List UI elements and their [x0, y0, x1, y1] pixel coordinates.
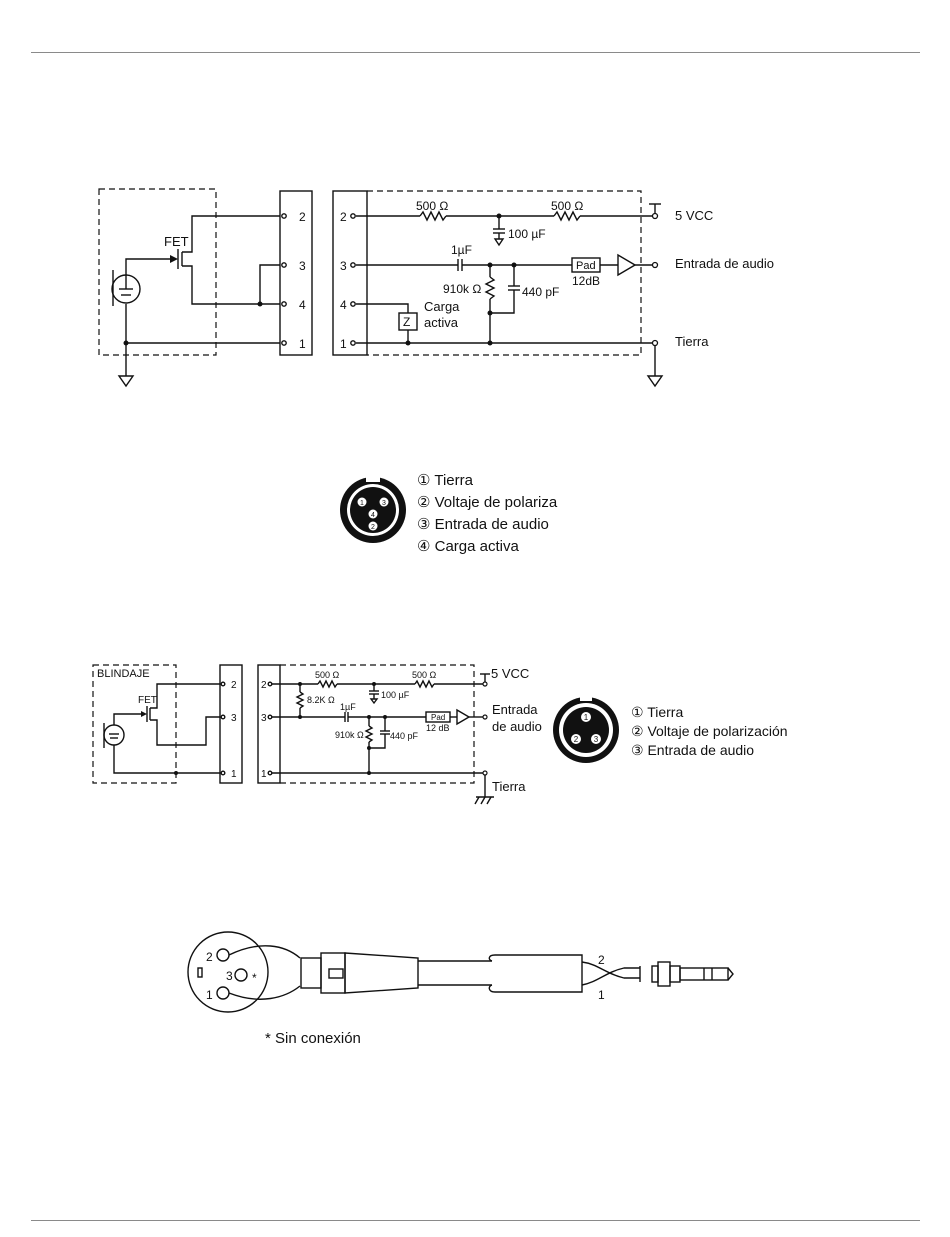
wire-label: 2	[598, 953, 605, 967]
fet-transistor	[177, 215, 280, 305]
pin-legend-item: ③ Entrada de audio	[417, 516, 549, 533]
capacitor-label: 100 µF	[381, 690, 410, 700]
connector-block-right	[332, 190, 368, 356]
pin-label: 2	[371, 524, 375, 531]
capacitor-label: 100 µF	[508, 227, 546, 241]
capacitor-label: 1µF	[340, 702, 356, 712]
pin-label: 2	[299, 210, 306, 224]
connector-3pin-face: 1 2 3	[553, 694, 619, 763]
resistor-icon	[317, 679, 338, 689]
resistor-icon	[553, 210, 581, 222]
wire-label: 1	[598, 988, 605, 1002]
active-load-label: Carga	[424, 299, 460, 314]
pin-label: 3	[226, 969, 233, 983]
pad-db-label: 12dB	[572, 274, 600, 288]
connector-4pin-face: 1 3 4 2	[340, 475, 406, 543]
receiver-box	[280, 664, 475, 784]
capsule-icon	[111, 270, 141, 306]
resistor-icon	[364, 725, 374, 743]
schematic-2: BLINDAJE FET 2 3 1 2 3 1	[92, 664, 542, 805]
amplifier-icon	[617, 253, 637, 277]
pin-legend-item: ② Voltaje de polarización	[631, 723, 788, 739]
vcc-label: 5 VCC	[491, 666, 529, 681]
resistor-label: 910k Ω	[335, 730, 364, 740]
pin-label: 2	[261, 680, 267, 691]
connector-block-left	[279, 190, 313, 356]
xlr-to-phone-cable: 2 3 1 * 2 1	[187, 931, 734, 1013]
pin-label: 1	[231, 769, 237, 780]
pad-db-label: 12 dB	[426, 723, 450, 733]
pin-label: 3	[382, 500, 386, 507]
pin-label: 4	[340, 298, 347, 312]
xlr-connector-face	[187, 931, 269, 1013]
resistor-label: 500 Ω	[315, 670, 340, 680]
audio-input-label: de audio	[492, 719, 542, 734]
resistor-label: 500 Ω	[416, 199, 448, 213]
mic-element-box	[98, 188, 217, 356]
pin-label: 1	[299, 337, 306, 351]
connector-block-left	[219, 664, 243, 784]
pin-legend-item: ③ Entrada de audio	[631, 742, 754, 758]
capsule-icon	[103, 723, 125, 748]
pin-label: 1	[206, 988, 213, 1002]
pin-label: 3	[299, 259, 306, 273]
shield-label: BLINDAJE	[97, 668, 150, 680]
vcc-label: 5 VCC	[675, 208, 713, 223]
resistor-icon	[414, 679, 435, 689]
wire	[228, 985, 301, 1000]
pad-label: Pad	[576, 260, 596, 272]
top-rule	[31, 52, 920, 53]
pin-label: 4	[299, 298, 306, 312]
resistor-label: 8.2K Ω	[307, 695, 335, 705]
connector-block-right	[257, 664, 281, 784]
pin-label: 2	[206, 950, 213, 964]
fet-label: FET	[164, 234, 189, 249]
resistor-label: 500 Ω	[551, 199, 583, 213]
phone-plug-body	[488, 954, 583, 993]
bottom-rule	[31, 1220, 920, 1221]
pin-label: 2	[340, 210, 347, 224]
pin-label: 2	[574, 735, 579, 744]
pin-label: 1	[360, 500, 364, 507]
ground-label: Tierra	[492, 779, 526, 794]
fet-label: FET	[138, 695, 157, 706]
pin-label: 4	[371, 512, 375, 519]
ground-icon	[117, 375, 135, 388]
pin-label: 3	[340, 259, 347, 273]
shield-box	[92, 664, 177, 784]
pin-label: 2	[231, 680, 237, 691]
capacitor-label: 440 pF	[390, 731, 419, 741]
pin-label: 1	[340, 337, 347, 351]
resistor-icon	[419, 210, 447, 222]
pin-legend-item: ④ Carga activa	[417, 538, 519, 555]
pin-label: 1	[584, 713, 589, 722]
active-load-label: activa	[424, 315, 459, 330]
no-connection-mark: *	[252, 971, 257, 985]
schematic-1: FET 2 3 4 1 2 3 4 1	[98, 188, 774, 388]
no-connection-footnote: * Sin conexión	[265, 1030, 361, 1047]
pin-legend-item: ① Tierra	[417, 472, 474, 489]
ground-label: Tierra	[675, 334, 709, 349]
wire	[228, 945, 301, 959]
resistor-label: 910k Ω	[443, 282, 481, 296]
capacitor-label: 1µF	[451, 243, 472, 257]
pin-legend-item: ② Voltaje de polariza	[417, 494, 558, 511]
resistor-icon	[295, 691, 305, 709]
audio-input-label: Entrada de audio	[675, 256, 774, 271]
resistor-label: 500 Ω	[412, 670, 437, 680]
pin-label: 3	[261, 713, 267, 724]
receiver-box	[367, 190, 642, 356]
amplifier-icon	[456, 708, 471, 726]
pad-label: Pad	[431, 713, 445, 722]
pin-label: 3	[231, 713, 237, 724]
audio-input-label: Entrada	[492, 702, 538, 717]
resistor-icon	[484, 276, 496, 300]
pin-label: 1	[261, 769, 267, 780]
pin-label: 3	[594, 735, 599, 744]
capacitor-label: 440 pF	[522, 285, 559, 299]
pin-legend-item: ① Tierra	[631, 704, 683, 720]
impedance-label: Z	[403, 315, 410, 329]
ground-icon	[646, 375, 664, 388]
